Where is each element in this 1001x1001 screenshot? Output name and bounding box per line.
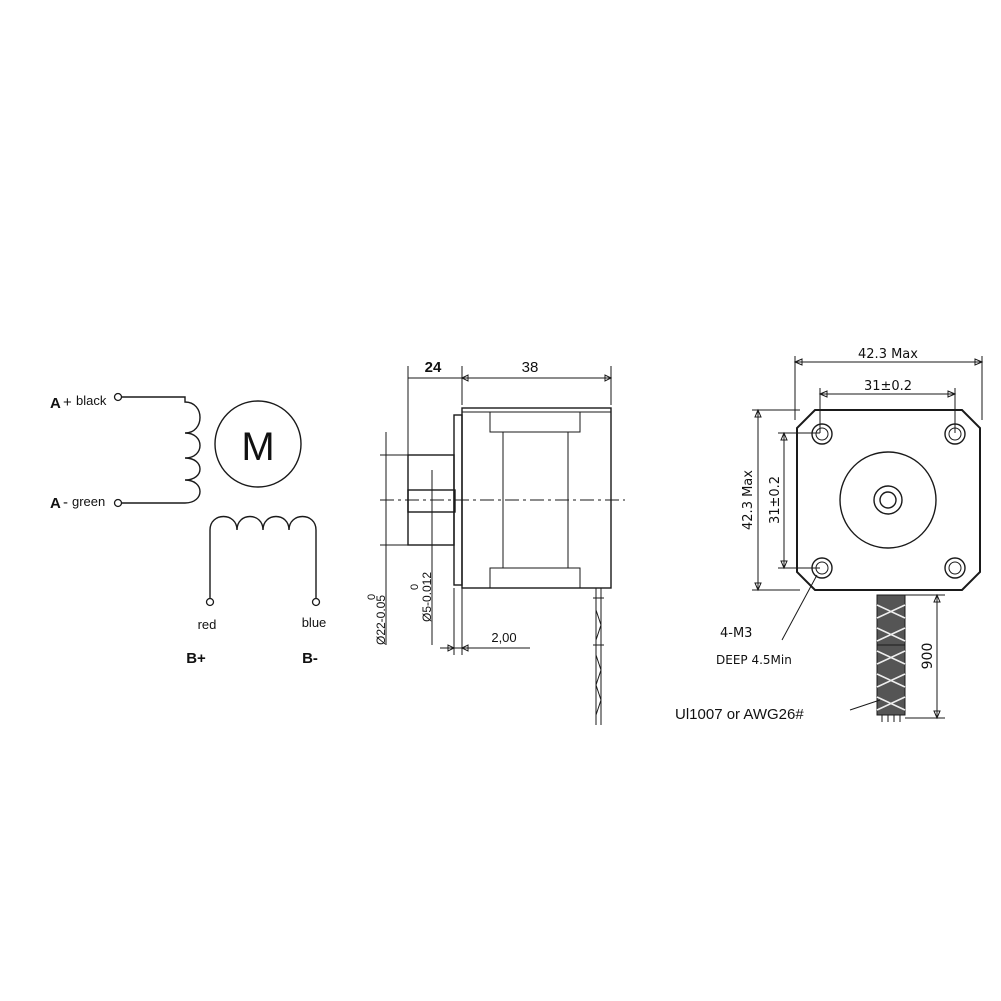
- a-minus-terminal: [113, 498, 123, 508]
- wiring-diagram: A + black A - green M red blue B+ B-: [50, 392, 327, 667]
- motor-symbol-circle: [214, 400, 302, 488]
- a-plus-sign: +: [63, 394, 72, 411]
- motor-symbol: M: [241, 425, 274, 469]
- a-plus-terminal: [113, 392, 123, 402]
- front-view: 42.3 Max 31±0.2 42.3 Max 31±0.2: [675, 347, 984, 723]
- a-plus-label: A: [50, 395, 61, 412]
- a-minus-sign: -: [63, 494, 68, 511]
- b-plus-color: red: [198, 617, 217, 632]
- dim-shaft-small: Ø5-0.012: [420, 572, 434, 622]
- b-minus-color: blue: [302, 615, 327, 630]
- deep-label: DEEP 4.5Min: [716, 653, 792, 667]
- dim-hole-spacing-v: 31±0.2: [768, 476, 783, 524]
- dim-width: 42.3 Max: [858, 347, 918, 362]
- cable-spec: Ul1007 or AWG26#: [675, 706, 804, 723]
- holes-label: 4-M3: [720, 626, 752, 641]
- dim-hole-spacing: 31±0.2: [864, 379, 912, 394]
- b-plus-terminal: [205, 597, 215, 607]
- coil-b: [209, 515, 317, 598]
- a-minus-label: A: [50, 495, 61, 512]
- b-plus-label: B+: [186, 650, 206, 667]
- dim-step: 2,00: [491, 630, 516, 645]
- dim-height: 42.3 Max: [741, 470, 756, 530]
- side-view: 24 38 Ø22-0.05 0 Ø5-0.012 0 2,00: [366, 359, 625, 725]
- dim-shaft-dia-top: 0: [366, 594, 378, 600]
- a-minus-color: green: [72, 494, 105, 509]
- cable-length: 900: [920, 643, 936, 670]
- coil-a: [122, 396, 201, 504]
- dim-body: 38: [522, 359, 539, 376]
- dim-flange: 24: [425, 359, 442, 376]
- b-minus-label: B-: [302, 650, 318, 667]
- b-minus-terminal: [311, 597, 321, 607]
- dim-shaft-dia: Ø22-0.05: [374, 595, 388, 645]
- a-plus-color: black: [76, 393, 107, 408]
- dim-shaft-small-top: 0: [409, 584, 421, 590]
